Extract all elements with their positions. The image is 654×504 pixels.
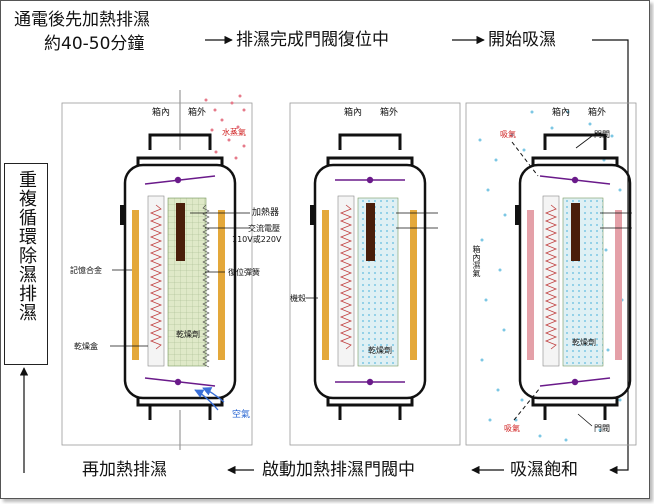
unit-heating (110, 94, 250, 420)
unit1-inside-label: 箱內 (152, 108, 171, 118)
step-valve-reset: 排濕完成門閥復位中 (236, 30, 389, 50)
panel-outlines (61, 102, 637, 446)
step-reheat: 再加熱排濕 (82, 460, 167, 480)
unit3-desiccant-label: 乾燥劑 (572, 338, 596, 347)
step-absorb-saturated: 吸濕飽和 (510, 460, 578, 480)
unit-reset (306, 133, 438, 420)
reset-spring-label: 復位彈簧 (228, 268, 260, 277)
unit3-outside-label: 箱外 (588, 108, 607, 118)
unit2-outside-label: 箱外 (380, 108, 399, 118)
loop-label-box: 重複循環除濕排濕 (4, 163, 48, 365)
step-open-valve: 啟動加熱排濕門閥中 (262, 460, 415, 480)
unit-absorbing (478, 110, 632, 442)
unit3-absorb-bottom-label: 吸氣 (504, 424, 520, 433)
step-heat-exhaust-line2: 約40-50分鐘 (44, 34, 145, 54)
unit2-desiccant-label: 乾燥劑 (368, 346, 392, 355)
case-label: 機殼 (290, 294, 306, 303)
unit3-valve-bottom-label: 門閥 (594, 424, 610, 433)
memory-alloy-label: 記憶合金 (70, 266, 102, 275)
step-start-absorb: 開始吸濕 (488, 30, 556, 50)
unit3-absorb-top-label: 吸氣 (500, 130, 516, 139)
desiccant-box-label: 乾燥盒 (74, 342, 98, 351)
steam-label: 水蒸氣 (222, 128, 246, 137)
moisture-in-box-label: 箱內濕氣 (472, 245, 481, 277)
heater-label: 加熱器 (252, 208, 280, 218)
flow-arrows (19, 35, 629, 475)
unit3-inside-label: 箱內 (552, 108, 571, 118)
unit3-valve-top-label: 門閥 (594, 130, 610, 139)
loop-label: 重複循環除濕排濕 (16, 170, 37, 322)
power-label-line1: 交流電壓 (248, 224, 280, 233)
unit1-outside-label: 箱外 (188, 108, 207, 118)
unit2-inside-label: 箱內 (344, 108, 363, 118)
unit1-desiccant-label: 乾燥劑 (176, 330, 200, 339)
air-label: 空氣 (232, 410, 251, 420)
power-label-line2: 110V或220V (232, 235, 282, 244)
step-heat-exhaust-line1: 通電後先加熱排濕 (14, 10, 150, 30)
